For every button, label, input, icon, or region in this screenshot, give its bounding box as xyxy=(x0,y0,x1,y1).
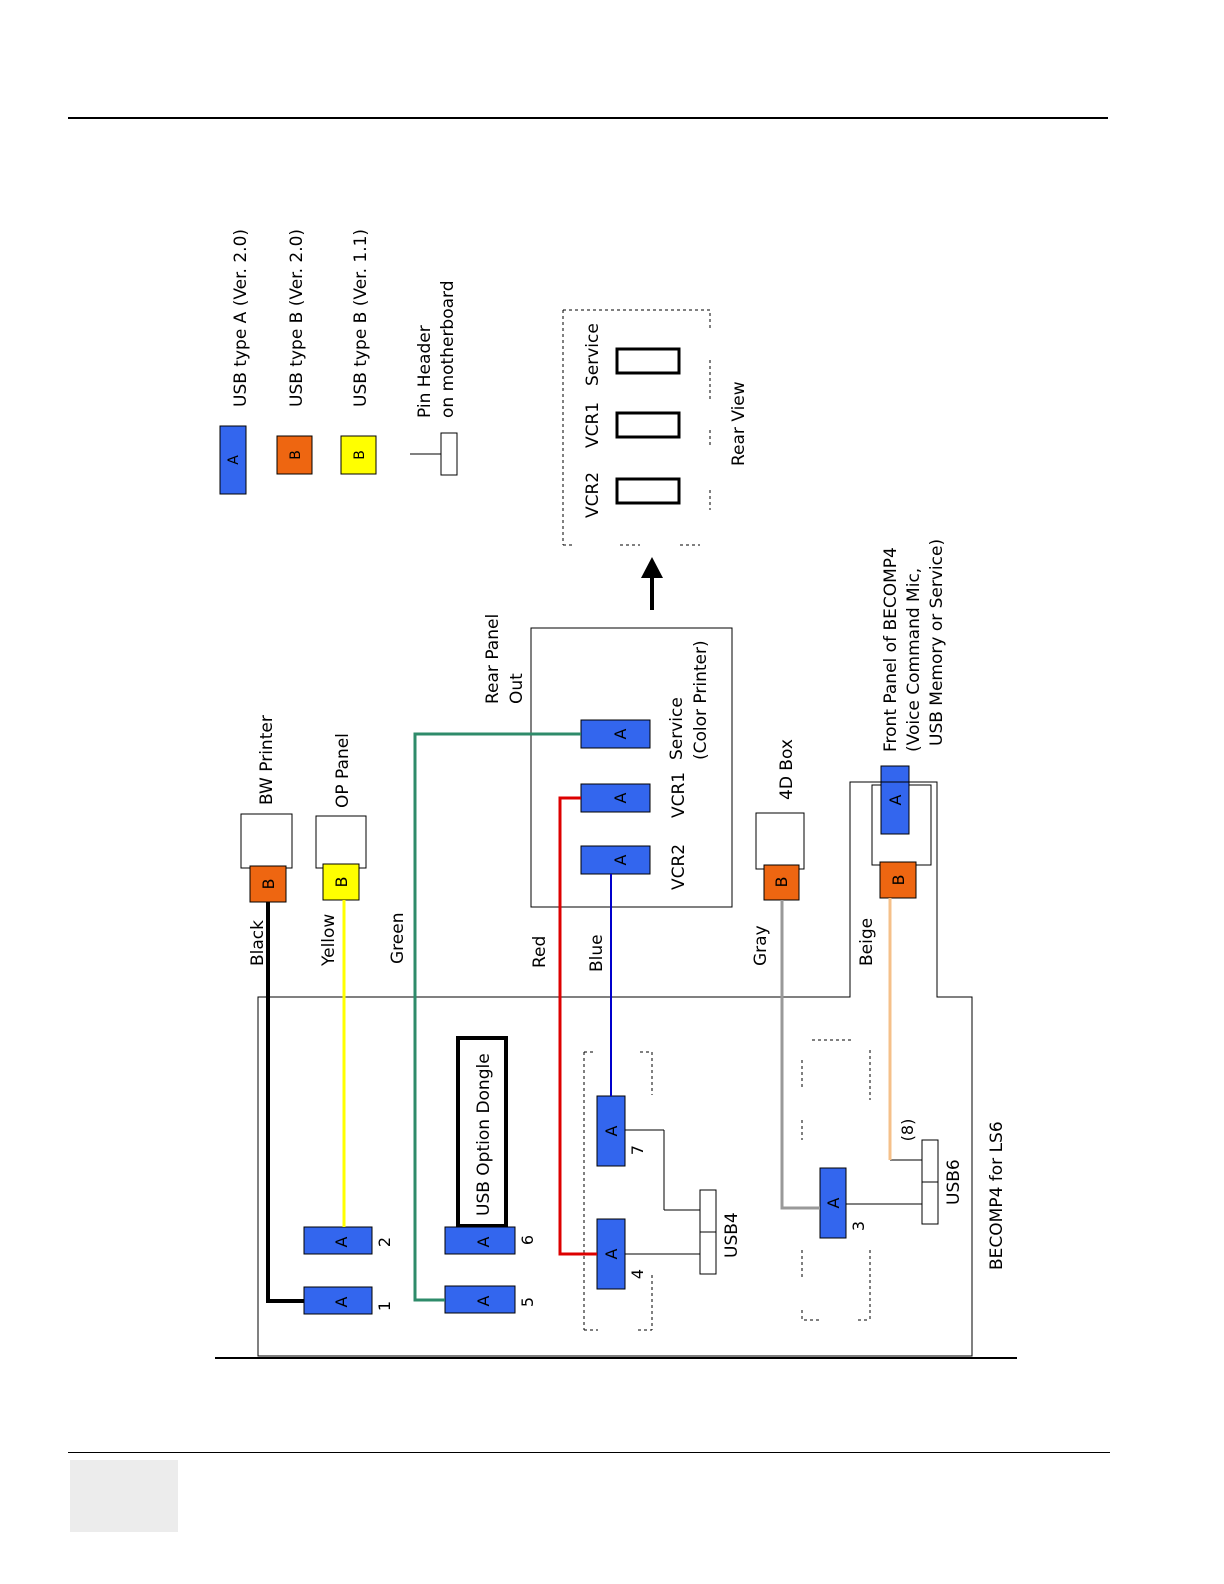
box-4d: B 4D Box xyxy=(755,739,805,901)
svg-text:A: A xyxy=(611,728,630,739)
cable-yellow-label: Yellow xyxy=(319,914,339,967)
port-8-number: (8) xyxy=(898,1119,917,1142)
legend: A USB type A (Ver. 2.0) B USB type B (Ve… xyxy=(219,229,458,495)
svg-text:A: A xyxy=(611,792,630,803)
legend-pin-header-line2: on motherboard xyxy=(438,280,458,418)
svg-text:A: A xyxy=(824,1197,843,1208)
cable-red xyxy=(558,796,597,1256)
rear-panel: Rear Panel Out A A A Service (Color Prin… xyxy=(483,614,733,908)
svg-text:B: B xyxy=(772,877,791,888)
footer-rule xyxy=(68,1452,1110,1453)
front-panel-label-1: Front Panel of BECOMP4 xyxy=(881,547,901,752)
svg-text:B: B xyxy=(889,875,908,886)
cable-black-label: Black xyxy=(248,920,268,966)
cable-green xyxy=(413,732,581,1302)
rear-panel-vcr2-label: VCR2 xyxy=(669,844,689,890)
cable-gray xyxy=(780,900,820,1210)
cable-red-label: Red xyxy=(530,936,550,968)
svg-text:B: B xyxy=(259,879,278,890)
svg-text:B: B xyxy=(352,450,368,460)
rear-panel-service-port: A xyxy=(580,719,651,749)
legend-type-b2: B USB type B (Ver. 2.0) xyxy=(276,229,313,475)
op-panel-label: OP Panel xyxy=(333,733,353,808)
port-2-number: 2 xyxy=(375,1237,394,1247)
arrow-to-rear-view xyxy=(641,557,663,610)
cable-gray-label: Gray xyxy=(751,925,771,966)
front-panel-label-3: USB Memory or Service) xyxy=(927,539,947,746)
port-5: A 5 xyxy=(444,1285,537,1314)
front-panel: A B Front Panel of BECOMP4 (Voice Comman… xyxy=(871,539,947,899)
svg-text:A: A xyxy=(886,794,905,805)
svg-text:A: A xyxy=(332,1236,351,1247)
rear-view-vcr2: VCR2 xyxy=(583,472,603,518)
cable-beige-label: Beige xyxy=(857,918,877,966)
rear-panel-vcr1-label: VCR1 xyxy=(669,772,689,818)
cable-black xyxy=(266,902,304,1303)
usb6-pin-header: USB6 xyxy=(846,1139,964,1225)
legend-type-b11-label: USB type B (Ver. 1.1) xyxy=(351,229,371,407)
rear-view: VCR2 VCR1 Service Rear View xyxy=(562,309,749,546)
footer-page-box xyxy=(70,1460,178,1532)
svg-text:A: A xyxy=(226,455,242,465)
usb4-label: USB4 xyxy=(722,1212,742,1258)
usb6-group-box xyxy=(801,1039,871,1321)
rear-view-vcr1-slot xyxy=(615,411,681,439)
svg-text:A: A xyxy=(332,1296,351,1307)
usb-option-dongle: USB Option Dongle xyxy=(456,1036,508,1228)
svg-text:A: A xyxy=(602,1125,621,1136)
port-3: A 3 xyxy=(819,1167,868,1239)
legend-pin-header: Pin Header on motherboard xyxy=(410,280,458,476)
svg-text:B: B xyxy=(332,877,351,888)
svg-text:A: A xyxy=(474,1236,493,1247)
svg-text:A: A xyxy=(602,1248,621,1259)
rear-view-vcr2-slot xyxy=(615,477,681,505)
svg-text:A: A xyxy=(474,1295,493,1306)
port-1-number: 1 xyxy=(375,1301,394,1311)
rear-panel-title-1: Rear Panel xyxy=(483,614,503,704)
legend-type-a-label: USB type A (Ver. 2.0) xyxy=(231,229,251,407)
box-4d-label: 4D Box xyxy=(777,739,797,800)
port-4: A 4 xyxy=(596,1218,647,1290)
legend-type-a: A USB type A (Ver. 2.0) xyxy=(219,229,251,495)
port-1: A 1 xyxy=(303,1286,394,1315)
port-7: A 7 xyxy=(596,1095,647,1167)
port-7-number: 7 xyxy=(628,1145,647,1155)
cable-blue-label: Blue xyxy=(587,934,607,972)
rear-view-service-slot xyxy=(615,347,681,375)
rear-panel-title-2: Out xyxy=(507,673,527,704)
legend-type-b11: B USB type B (Ver. 1.1) xyxy=(340,229,377,475)
port-3-number: 3 xyxy=(849,1221,868,1231)
rear-view-service: Service xyxy=(583,323,603,386)
port-2: A 2 xyxy=(303,1226,394,1255)
cable-green-label: Green xyxy=(388,913,408,964)
rear-panel-service-label-1: Service xyxy=(667,697,687,760)
port-6: A 6 xyxy=(444,1226,537,1255)
usb-option-dongle-label: USB Option Dongle xyxy=(474,1053,494,1216)
svg-text:A: A xyxy=(611,854,630,865)
front-panel-label-2: (Voice Command Mic, xyxy=(904,568,924,752)
rear-view-vcr1: VCR1 xyxy=(583,402,603,448)
rear-panel-vcr2-port: A xyxy=(580,845,651,875)
rear-view-caption: Rear View xyxy=(729,381,749,466)
usb4-pin-header: USB4 xyxy=(625,1129,742,1275)
usb6-label: USB6 xyxy=(944,1159,964,1205)
legend-type-b2-label: USB type B (Ver. 2.0) xyxy=(287,229,307,407)
bw-printer-label: BW Printer xyxy=(257,715,277,805)
port-4-number: 4 xyxy=(628,1269,647,1279)
port-5-number: 5 xyxy=(518,1297,537,1307)
becomp4-title: BECOMP4 for LS6 xyxy=(987,1121,1007,1270)
usb4-group-box xyxy=(583,1051,653,1331)
legend-pin-header-line1: Pin Header xyxy=(415,325,435,418)
becomp4-enclosure: BECOMP4 for LS6 xyxy=(215,781,1017,1359)
port-6-number: 6 xyxy=(518,1235,537,1245)
op-panel: B OP Panel xyxy=(315,733,367,901)
rear-panel-vcr1-port: A xyxy=(580,783,651,813)
header-rule xyxy=(68,117,1108,119)
svg-text:B: B xyxy=(288,450,304,460)
rear-panel-service-label-2: (Color Printer) xyxy=(691,640,711,760)
bw-printer: B BW Printer xyxy=(240,715,293,903)
